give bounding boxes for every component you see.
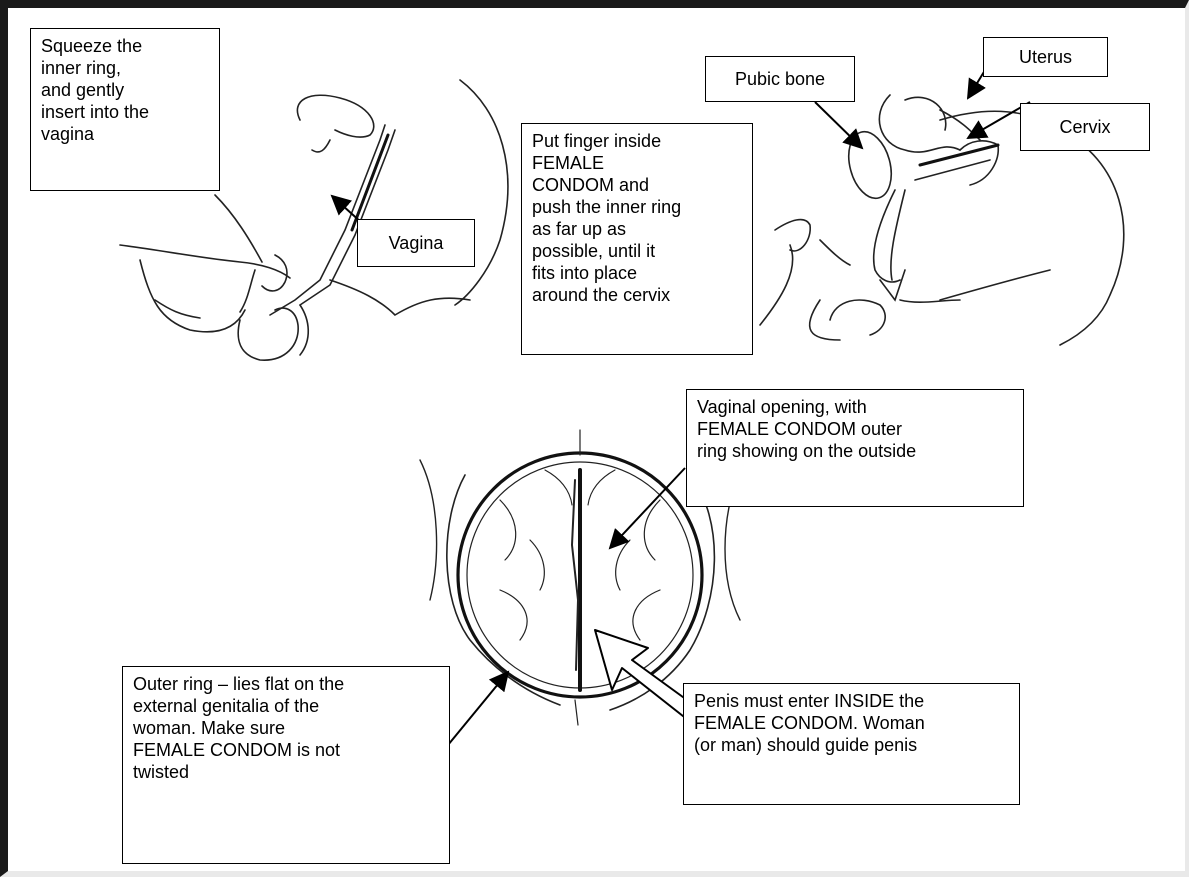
push-inner-ring-instruction-box: Put finger inside FEMALE CONDOM and push… [521,123,753,355]
pubic-bone-arrow [815,102,862,148]
pubic-bone-label-box: Pubic bone [705,56,855,102]
uterus-label-box: Uterus [983,37,1108,77]
vaginal-opening-arrow [610,468,685,548]
outer-ring-arrow [448,672,508,745]
penis-guidance-box: Penis must enter INSIDE the FEMALE CONDO… [683,683,1020,805]
outer-ring-instruction-box: Outer ring – lies flat on the external g… [122,666,450,864]
squeeze-instruction-box: Squeeze the inner ring, and gently inser… [30,28,220,191]
cervix-label-box: Cervix [1020,103,1150,151]
vaginal-opening-label-box: Vaginal opening, with FEMALE CONDOM oute… [686,389,1024,507]
vagina-label-box: Vagina [357,219,475,267]
